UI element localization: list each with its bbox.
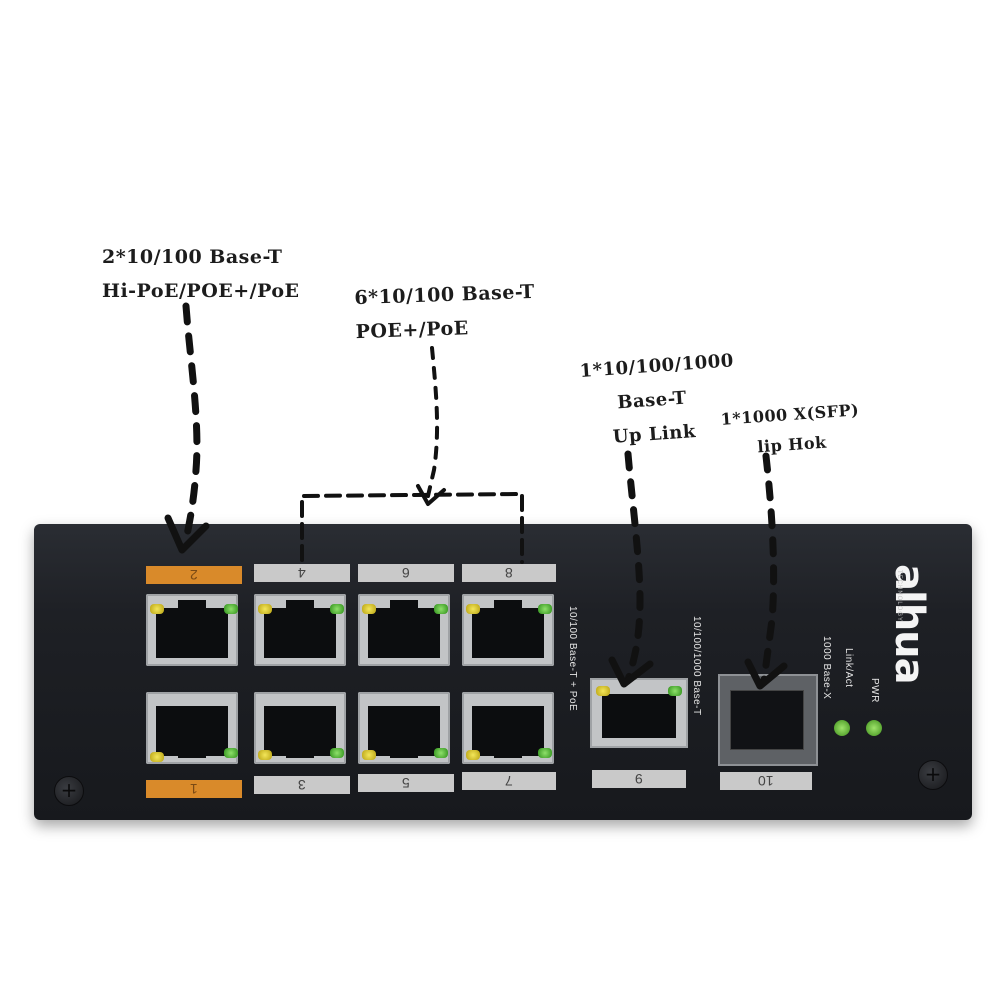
screw-right-icon <box>918 760 948 790</box>
led-port-4-yellow <box>258 604 272 614</box>
led-port-1-green <box>224 748 238 758</box>
arrow-poe <box>426 346 440 498</box>
port-2[interactable] <box>146 594 238 666</box>
port-10-sfp[interactable] <box>718 674 818 766</box>
led-port-5-green <box>434 748 448 758</box>
port-label-5: 5 <box>358 774 454 792</box>
led-port-3-green <box>330 748 344 758</box>
annotation-poe: 6*10/100 Base-T POE+/PoE <box>354 275 537 349</box>
annotation-hi-poe-line2: Hi-PoE/POE+/PoE <box>102 280 300 302</box>
brand-subtext: TECHNOLOGY <box>896 570 902 623</box>
led-port-8-green <box>538 604 552 614</box>
brand-logo: alhua <box>886 564 932 684</box>
port-9-uplink[interactable] <box>590 678 688 748</box>
pwr-led <box>866 720 882 736</box>
led-port-8-yellow <box>466 604 480 614</box>
arrow-poe-head <box>416 484 446 506</box>
port-label-8: 8 <box>462 564 556 582</box>
led-port-1-yellow <box>150 752 164 762</box>
annotation-poe-line1: 6*10/100 Base-T <box>354 280 536 310</box>
led-port-6-yellow <box>362 604 376 614</box>
port-label-6: 6 <box>358 564 454 582</box>
port-label-4: 4 <box>254 564 350 582</box>
led-port-6-green <box>434 604 448 614</box>
sfp-spec-label: 1000 Base-X <box>821 636 832 700</box>
screw-left-icon <box>54 776 84 806</box>
port-label-9: 9 <box>592 770 686 788</box>
port-label-10: 10 <box>720 772 812 790</box>
led-port-2-green <box>224 604 238 614</box>
port-label-2: 2 <box>146 566 242 584</box>
arrow-hi-poe <box>182 302 201 544</box>
led-port-7-green <box>538 748 552 758</box>
annotation-sfp: 1*1000 X(SFP) lip Hok <box>714 395 868 465</box>
linkact-led <box>834 720 850 736</box>
uplink-spec-label: 10/100/1000 Base-T <box>691 616 702 716</box>
annotation-uplink: 1*10/100/1000 Base-T Up Link <box>579 345 734 457</box>
annotation-hi-poe-line1: 2*10/100 Base-T <box>102 246 283 268</box>
led-port-7-yellow <box>466 750 480 760</box>
port-label-1: 1 <box>146 780 242 798</box>
led-port-3-yellow <box>258 750 272 760</box>
annotation-poe-line2: POE+/PoE <box>355 317 470 344</box>
pwr-label: PWR <box>869 678 880 703</box>
port-label-7: 7 <box>462 772 556 790</box>
port-label-3: 3 <box>254 776 350 794</box>
linkact-label: Link/Act <box>843 648 854 688</box>
led-port-5-yellow <box>362 750 376 760</box>
led-port-9-green <box>668 686 682 696</box>
led-port-4-green <box>330 604 344 614</box>
led-port-2-yellow <box>150 604 164 614</box>
network-switch: 2 4 6 8 1 3 5 7 10/100 Base-T + PoE 9 10… <box>34 524 972 820</box>
ports-spec-label: 10/100 Base-T + PoE <box>567 606 578 712</box>
led-port-9-yellow <box>596 686 610 696</box>
annotation-hi-poe: 2*10/100 Base-T Hi-PoE/POE+/PoE <box>102 240 300 308</box>
